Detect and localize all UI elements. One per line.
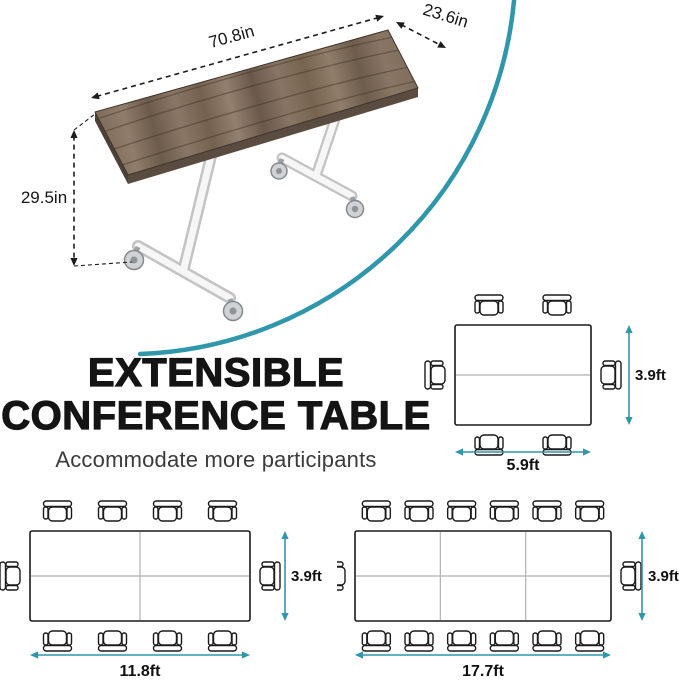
table-top <box>94 29 419 184</box>
caster-wheel-icon <box>123 249 145 271</box>
chair-icon <box>152 500 183 522</box>
dimension-arrow <box>281 531 289 621</box>
dimension-extension-lines <box>73 113 133 267</box>
chair-icon <box>542 294 572 316</box>
chair-icon <box>424 360 446 390</box>
width-dimension-label: 17.7ft <box>462 663 504 680</box>
chair-icon <box>361 500 392 522</box>
dimension-arrow <box>355 651 611 659</box>
depth-dimension-label: 23.6in <box>421 0 471 32</box>
caster-wheel-icon <box>270 162 288 180</box>
height-dimension-label: 3.9ft <box>635 367 666 384</box>
chair-icon <box>42 630 73 652</box>
chair-icon <box>489 630 520 652</box>
table-legs <box>123 110 365 322</box>
headline: EXTENSIBLE CONFERENCE TABLE Accommodate … <box>0 351 432 473</box>
height-dimension-label: 29.5in <box>21 188 67 207</box>
chair-icon <box>361 630 392 652</box>
chair-icon <box>620 561 642 591</box>
chair-icon <box>42 500 73 522</box>
dimension-arrow <box>70 130 78 266</box>
chair-icon <box>404 500 434 522</box>
seating-diagram-4-tables: 3.9ft 11.8ft <box>0 500 322 680</box>
chair-icon <box>404 630 434 652</box>
width-dimension-label: 11.8ft <box>120 663 162 680</box>
dimension-arrow <box>91 14 384 100</box>
chair-icon <box>489 500 520 522</box>
chair-icon <box>337 561 346 591</box>
chair-icon <box>97 500 128 522</box>
seating-diagram-2-tables: 3.9ft 5.9ft <box>424 294 666 474</box>
chair-icon <box>474 434 504 456</box>
table-3d-illustration: 70.8in 23.6in 29.5in <box>21 0 471 322</box>
height-dimension-label: 3.9ft <box>648 568 679 585</box>
wood-grain <box>99 35 418 166</box>
dimension-arrow <box>638 531 646 621</box>
chair-icon <box>97 630 128 652</box>
headline-subtitle: Accommodate more participants <box>55 446 377 472</box>
chair-icon <box>207 630 238 652</box>
chair-icon <box>532 500 562 522</box>
headline-line2: CONFERENCE TABLE <box>1 393 431 438</box>
dimension-arrow <box>455 448 591 456</box>
length-dimension-label: 70.8in <box>207 21 257 52</box>
chair-icon <box>600 360 622 390</box>
chair-icon <box>574 630 605 652</box>
caster-wheel-icon <box>222 300 244 322</box>
chair-icon <box>474 294 504 316</box>
chair-icon <box>446 500 477 522</box>
width-dimension-label: 5.9ft <box>507 457 541 474</box>
chair-icon <box>574 500 605 522</box>
headline-line1: EXTENSIBLE <box>87 351 345 395</box>
chair-icon <box>207 500 238 522</box>
dimension-arrow <box>396 22 446 48</box>
chair-icon <box>152 630 183 652</box>
seating-diagram-6-tables: 3.9ft 17.7ft <box>337 500 679 680</box>
chair-icon <box>259 561 281 591</box>
chair-icon <box>0 561 21 591</box>
chair-icon <box>446 630 477 652</box>
height-dimension-label: 3.9ft <box>291 568 322 585</box>
dimension-arrow <box>30 651 250 659</box>
dimension-arrow <box>625 325 633 425</box>
caster-wheel-icon <box>345 199 365 219</box>
chair-icon <box>532 630 562 652</box>
